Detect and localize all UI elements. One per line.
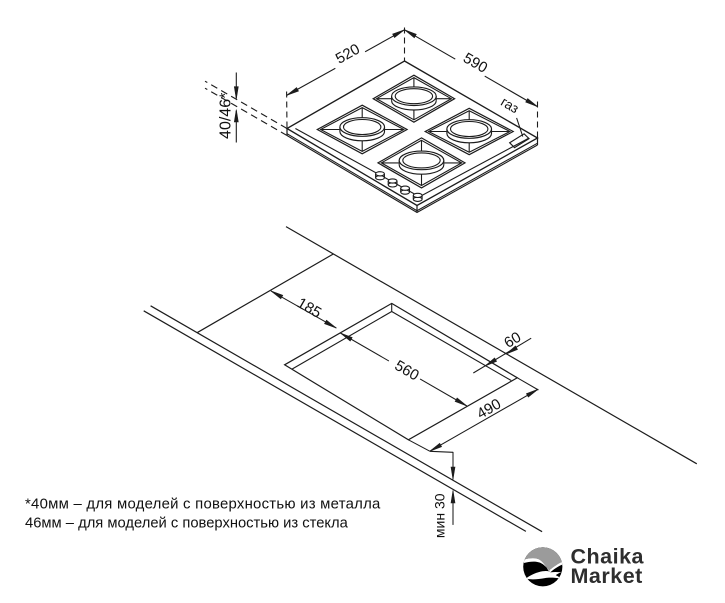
svg-text:мин 30: мин 30 (432, 493, 448, 538)
svg-text:40/46*: 40/46* (218, 93, 235, 139)
svg-text:Chaika: Chaika (571, 545, 645, 569)
svg-text:Market: Market (571, 564, 643, 588)
svg-text:*40мм – для моделей с поверхно: *40мм – для моделей с поверхностью из ме… (25, 497, 381, 513)
svg-text:46мм – для моделей с поверхнос: 46мм – для моделей с поверхностью из сте… (25, 516, 349, 532)
svg-text:60: 60 (501, 329, 524, 352)
